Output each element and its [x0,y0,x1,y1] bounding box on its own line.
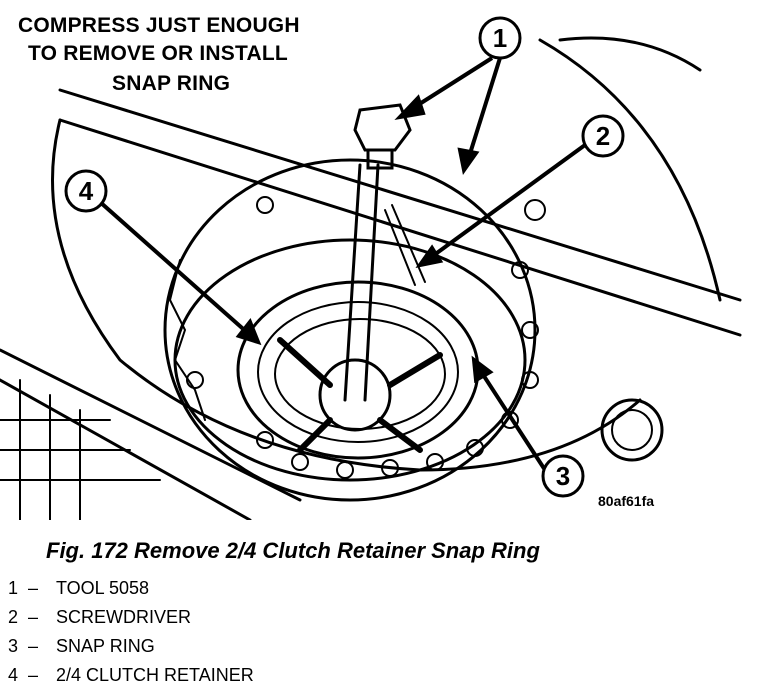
legend-number: 1 [8,578,19,598]
legend-label: SCREWDRIVER [56,607,192,627]
callout-label-4: 4 [79,176,94,206]
callout-label-1: 1 [493,23,507,53]
legend-dash: – [28,636,39,656]
legend-item: 3 – SNAP RING [8,632,254,661]
callout-circle-2 [581,114,625,158]
legend-item: 1 – TOOL 5058 [8,574,254,603]
legend-dash: – [28,607,39,627]
legend-number: 2 [8,607,19,627]
instruction-line-3: SNAP RING [112,72,231,95]
legend-dash: – [28,578,39,598]
legend-item: 4 – 2/4 CLUTCH RETAINER [8,661,254,690]
callout-circle-1 [478,16,522,60]
diagram-illustration: 1 2 3 4 [0,16,742,520]
legend-dash: – [28,665,39,685]
legend-number: 3 [8,636,19,656]
callout-label-2: 2 [596,121,610,151]
legend-list: 1 – TOOL 5058 2 – SCREWDRIVER 3 – SNAP R… [8,574,254,690]
instruction-line-1: COMPRESS JUST ENOUGH [18,14,300,37]
figure-code: 80af61fa [598,493,655,509]
callout-circle-4 [64,169,108,213]
legend-number: 4 [8,665,19,685]
callout-circle-3 [541,454,585,498]
instruction-line-2: TO REMOVE OR INSTALL [28,42,288,65]
callout-label-3: 3 [556,461,570,491]
figure-caption: Fig. 172 Remove 2/4 Clutch Retainer Snap… [46,538,540,563]
legend-label: TOOL 5058 [56,578,150,598]
legend-item: 2 – SCREWDRIVER [8,603,254,632]
legend-label: 2/4 CLUTCH RETAINER [56,665,254,685]
legend-label: SNAP RING [56,636,155,656]
